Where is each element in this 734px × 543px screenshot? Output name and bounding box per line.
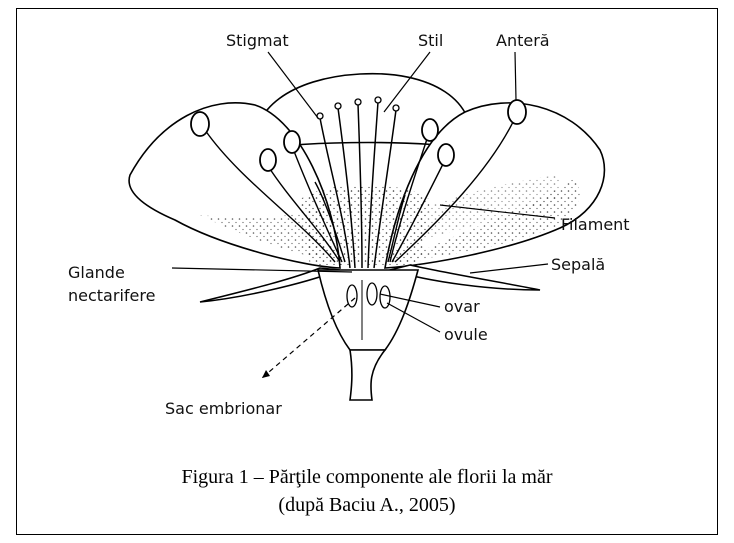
label-sepala: Sepală bbox=[551, 255, 605, 274]
caption-line1: Figura 1 – Părţile componente ale florii… bbox=[0, 466, 734, 489]
label-stil: Stil bbox=[418, 31, 443, 50]
caption-line2: (după Baciu A., 2005) bbox=[0, 494, 734, 517]
label-glande-line2: nectarifere bbox=[68, 286, 155, 305]
label-antera: Anteră bbox=[496, 31, 550, 50]
ovule-3 bbox=[380, 286, 390, 308]
ovule-2 bbox=[367, 283, 377, 305]
label-filament: Filament bbox=[561, 215, 630, 234]
label-sac-embrionar: Sac embrionar bbox=[165, 399, 282, 418]
label-ovule: ovule bbox=[444, 325, 488, 344]
label-stigmat: Stigmat bbox=[226, 31, 289, 50]
label-glande-line1: Glande bbox=[68, 263, 125, 282]
ovule-1 bbox=[347, 285, 357, 307]
pedicel bbox=[350, 350, 385, 400]
label-ovar: ovar bbox=[444, 297, 480, 316]
receptacle bbox=[318, 270, 418, 350]
